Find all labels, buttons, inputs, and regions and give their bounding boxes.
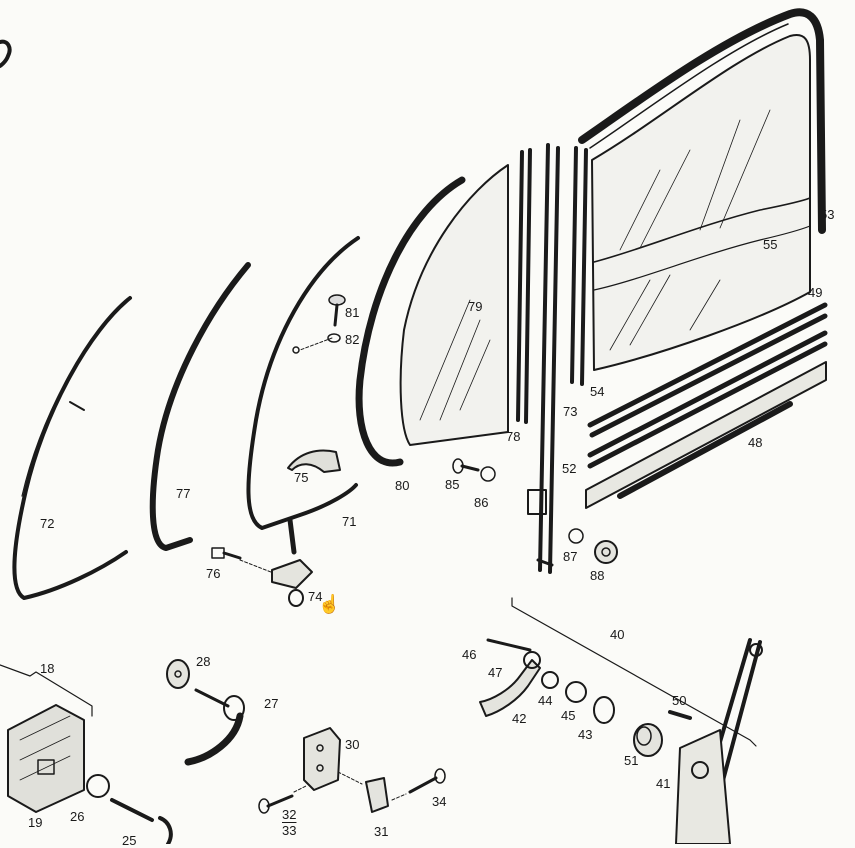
rosette-28 (166, 659, 190, 689)
label-54: 54 (590, 384, 605, 399)
label-76: 76 (206, 566, 221, 581)
window-crank-42 (479, 659, 541, 717)
screw-81 (328, 294, 346, 327)
seal-77 (149, 262, 251, 551)
bolt-76 (211, 547, 242, 560)
window-frame-53 (578, 8, 826, 234)
door-lock-19 (7, 704, 85, 813)
label-51: 51 (624, 753, 639, 768)
label-34: 34 (432, 794, 447, 809)
label-31: 31 (374, 824, 389, 839)
pivot-74 (271, 559, 313, 607)
assembly-bracket-18 (0, 664, 93, 717)
label-75: 75 (294, 470, 309, 485)
label-41: 41 (656, 776, 671, 791)
front-frame-72 (12, 296, 132, 600)
label-42: 42 (512, 711, 527, 726)
bolt-46 (486, 638, 532, 652)
channel-73 (538, 143, 560, 574)
vent-frame-71 (246, 236, 360, 555)
vent-glass-79 (399, 164, 509, 446)
pointer-hand-icon: ☝ (318, 594, 341, 614)
label-49: 49 (808, 285, 823, 300)
label-81: 81 (345, 305, 360, 320)
nut-88 (594, 540, 618, 564)
label-72: 72 (40, 516, 55, 531)
label-82: 82 (345, 332, 360, 347)
label-32: 32 (282, 807, 297, 822)
label-88: 88 (590, 568, 605, 583)
label-33: 33 (282, 823, 297, 838)
label-26: 26 (70, 809, 85, 824)
label-86: 86 (474, 495, 489, 510)
screw-32 (258, 794, 294, 814)
washer-86 (480, 466, 496, 482)
label-25: 25 (122, 833, 137, 848)
assembly-bracket-40 (511, 597, 757, 747)
handle-25 (110, 798, 173, 844)
screw-34 (408, 768, 446, 794)
label-74: 74 (308, 589, 323, 604)
label-78: 78 (506, 429, 521, 444)
seal-80 (355, 176, 466, 467)
label-28: 28 (196, 654, 211, 669)
channel-54 (570, 146, 588, 386)
label-40: 40 (610, 627, 625, 642)
spring-45 (565, 681, 587, 703)
label-79: 79 (468, 299, 483, 314)
label-46: 46 (462, 647, 477, 662)
vent-handle-75 (287, 449, 341, 473)
cup-43 (593, 696, 615, 724)
channel-78 (516, 148, 532, 424)
label-18: 18 (40, 661, 55, 676)
label-85: 85 (445, 477, 460, 492)
label-73: 73 (563, 404, 578, 419)
washer-87 (568, 528, 584, 544)
escutcheon-26 (86, 774, 110, 798)
striker-30 (303, 727, 341, 791)
label-55: 55 (763, 237, 778, 252)
label-19: 19 (28, 815, 43, 830)
label-71: 71 (342, 514, 357, 529)
label-80: 80 (395, 478, 410, 493)
glass-pane-55 (591, 34, 811, 371)
fragment-top-left (0, 39, 12, 68)
label-44: 44 (538, 693, 553, 708)
label-27: 27 (264, 696, 279, 711)
label-30: 30 (345, 737, 360, 752)
label-43: 43 (578, 727, 593, 742)
label-45: 45 (561, 708, 576, 723)
label-47: 47 (488, 665, 503, 680)
knob-51 (633, 723, 663, 757)
bolt-85 (452, 458, 480, 474)
sill-strip-49 (587, 302, 828, 438)
screw-50 (668, 710, 692, 720)
label-53: 53 (820, 207, 835, 222)
label-50: 50 (672, 693, 687, 708)
label-77: 77 (176, 486, 191, 501)
label-87: 87 (563, 549, 578, 564)
bushing-44 (541, 671, 559, 689)
door-handle-27 (184, 688, 245, 766)
plate-31 (365, 777, 389, 813)
sill-strip-48 (585, 361, 827, 509)
washer-82 (327, 333, 341, 343)
regulator-41 (675, 638, 763, 844)
label-48: 48 (748, 435, 763, 450)
label-52: 52 (562, 461, 577, 476)
sill-strip-52 (587, 330, 828, 469)
